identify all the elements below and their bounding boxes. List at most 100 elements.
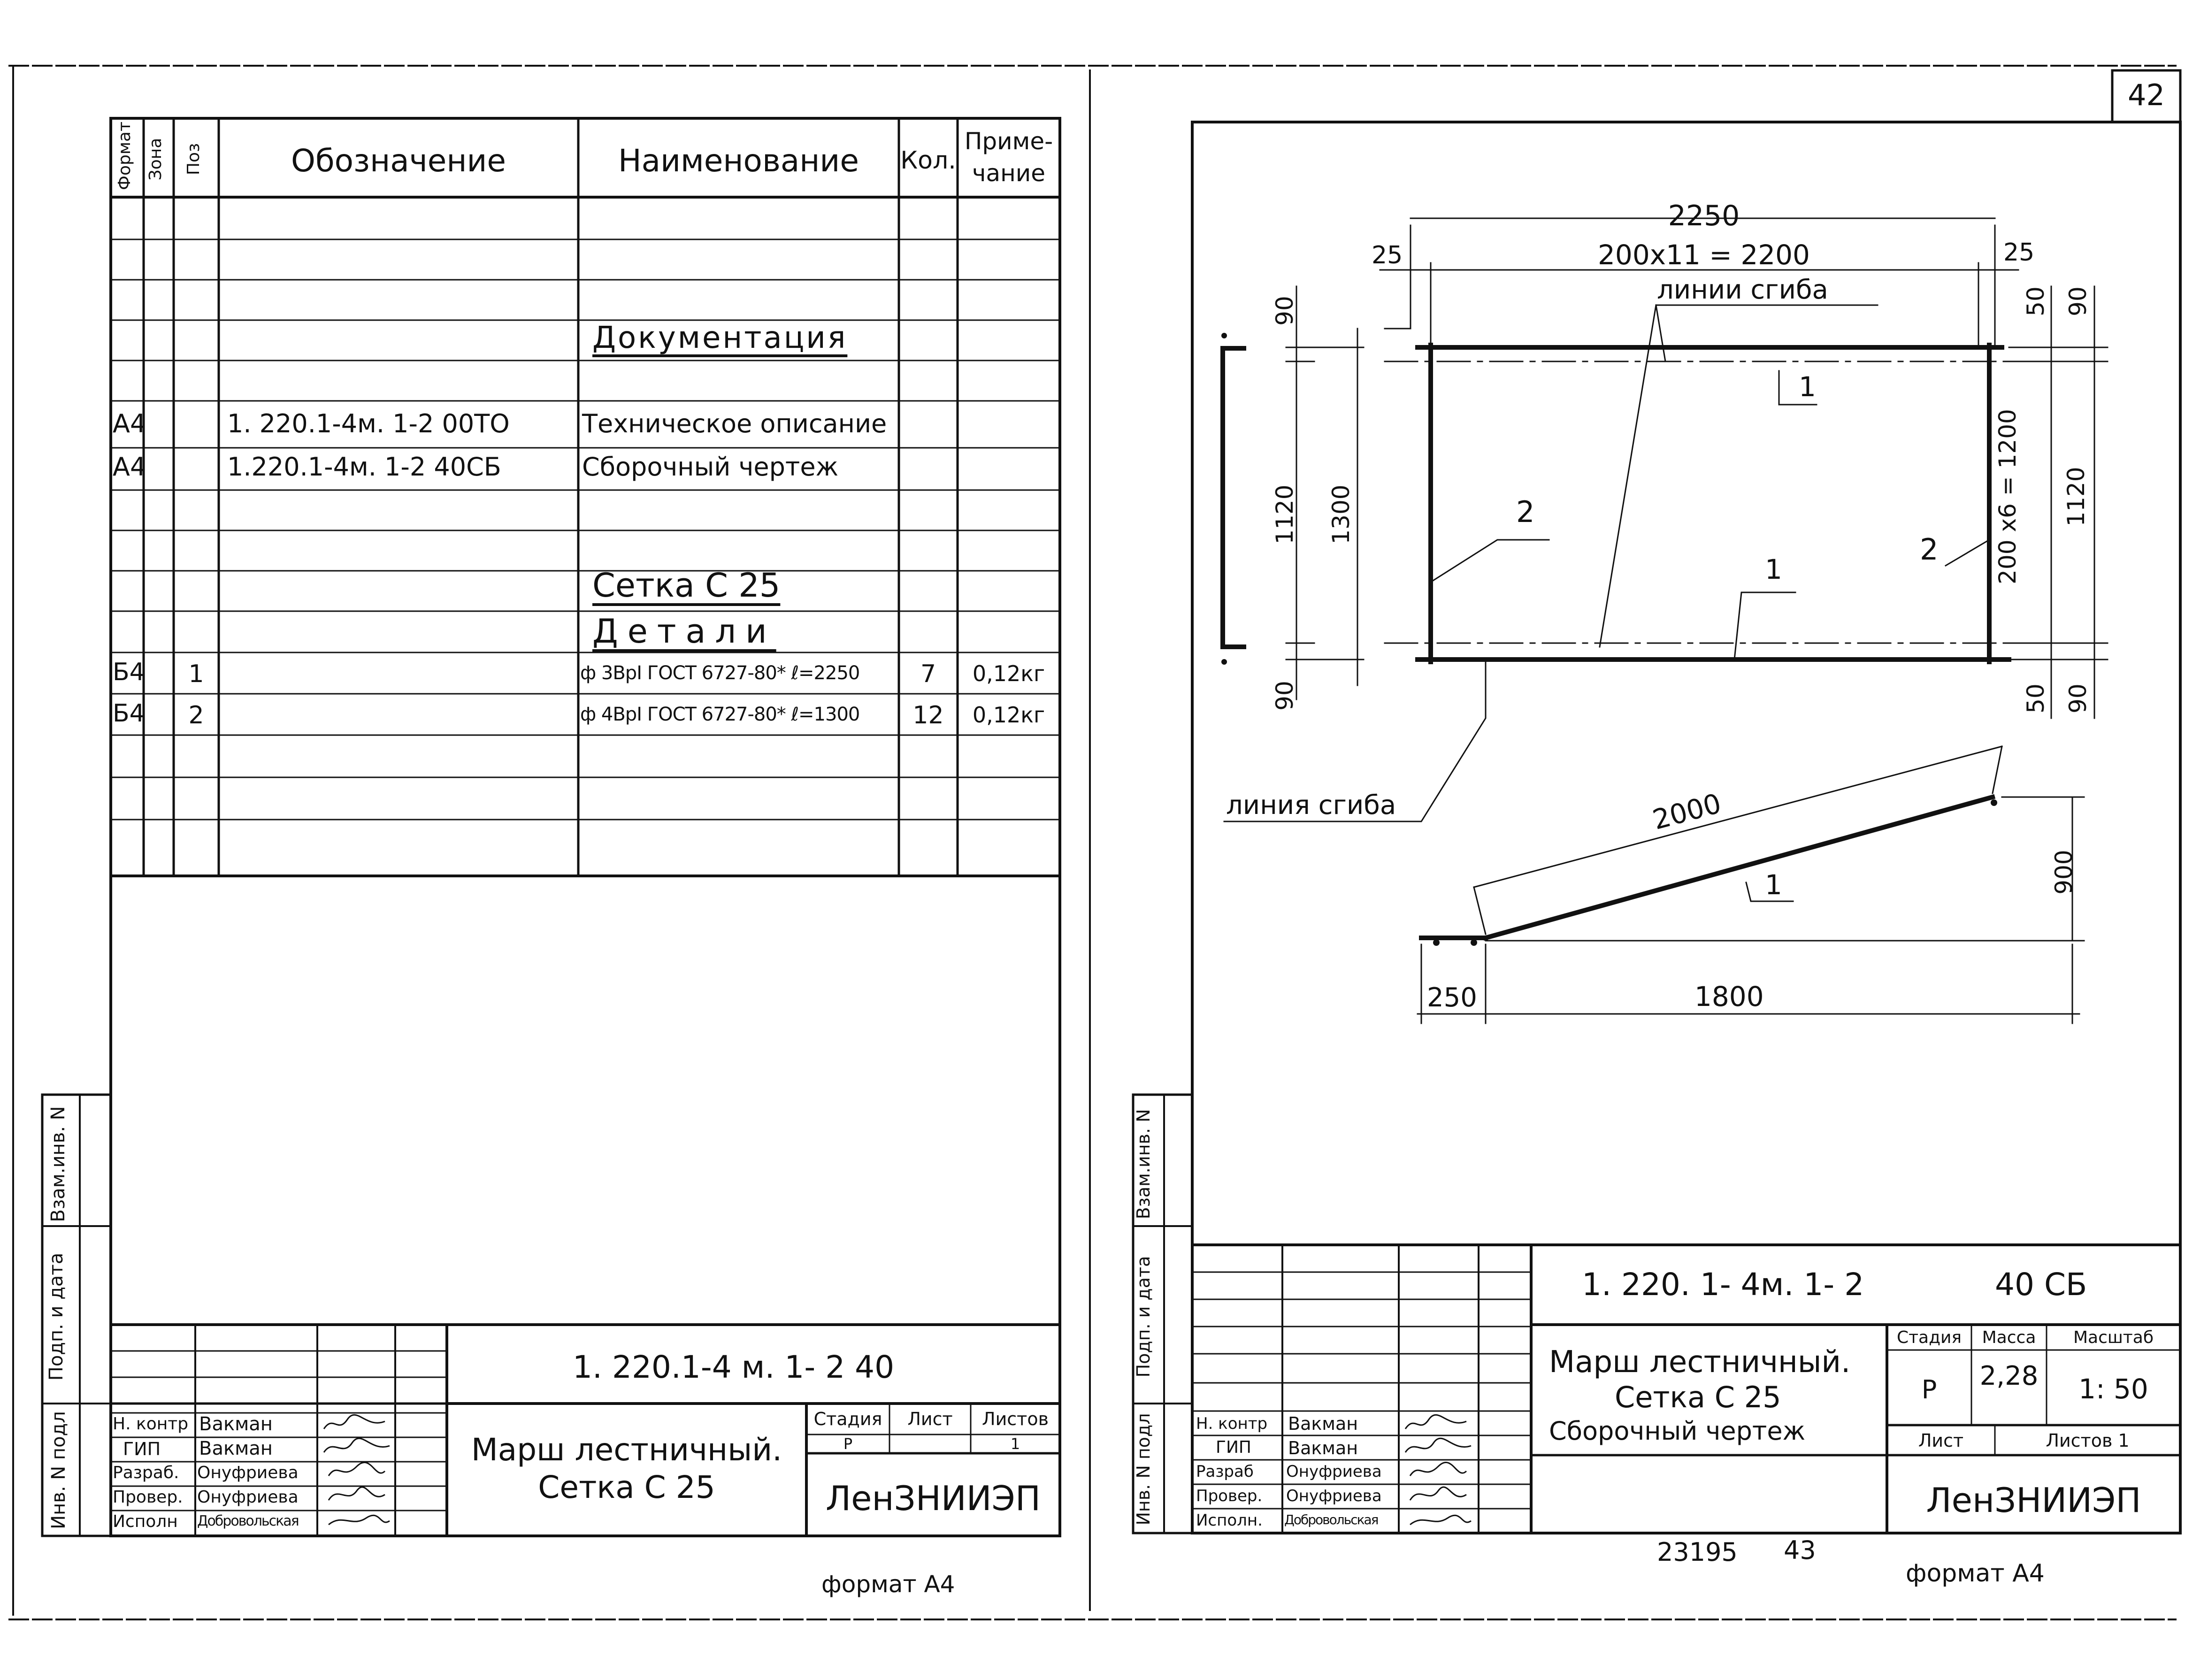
right-sheets-label: Листов 1 [2046,1430,2130,1451]
right-title-code-suffix: 40 СБ [1995,1266,2087,1303]
spec-header-zone: Зона [146,138,165,181]
dim-250: 250 [1427,982,1477,1013]
dim-90-top-left: 90 [1271,296,1298,326]
right-role-4: Провер. [1196,1487,1263,1505]
dim-200x11: 200х11 = 2200 [1598,239,1810,271]
dim-25-right: 25 [2003,238,2035,267]
left-role-2: ГИП [123,1439,161,1459]
spec-header-name: Наименование [618,143,859,179]
right-role-5: Исполн. [1196,1511,1263,1530]
dim-50-bottom-right: 50 [2022,683,2049,713]
right-name-2: Вакман [1288,1438,1358,1458]
spec-row-1-designation: 1. 220.1-4м. 1-2 00ТО [227,409,510,438]
spec-section-mesh: Сетка С 25 [592,566,781,605]
bend-lines-label: линии сгиба [1657,275,1828,305]
spec-row-1-name: Техническое описание [582,409,887,438]
bend-line-label: линия сгиба [1226,790,1396,821]
left-name-2: Вакман [199,1438,273,1459]
spec-row-3-note: 0,12кг [972,661,1045,686]
right-name-3: Онуфриева [1286,1462,1382,1481]
right-mass-label: Масса [1982,1328,2036,1347]
mark-1-side: 1 [1765,869,1782,901]
right-scale-value: 1: 50 [2078,1373,2148,1405]
left-signatures [323,1414,390,1526]
mark-2-left: 2 [1516,495,1535,529]
dim-900: 900 [2050,850,2078,895]
left-strip-sign: Подп. и дата [46,1252,67,1381]
dim-50-top-right: 50 [2022,286,2049,316]
left-role-4: Провер. [113,1488,183,1507]
left-name-5: Добровольская [197,1513,299,1529]
dim-25-left: 25 [1372,241,1403,269]
dim-1120-left: 1120 [1271,484,1298,545]
left-name-3: Онуфриева [197,1463,299,1482]
spec-row-4-qty: 12 [912,701,944,729]
right-role-2: ГИП [1216,1438,1251,1457]
right-strip-inv: Инв. N подл [1133,1413,1154,1526]
spec-row-3-name: ф 3ВрI ГОСТ 6727-80* ℓ=2250 [580,662,860,684]
right-strip-vzam: Взам.инв. N [1133,1109,1154,1220]
left-sheets-value: 1 [1010,1435,1020,1453]
right-org: ЛенЗНИИЭП [1926,1481,2141,1520]
spec-header-note-2: чание [972,160,1046,187]
left-sheets-label: Листов [982,1409,1049,1429]
spec-header-pos: Поз [184,143,203,176]
right-name-5: Добровольская [1284,1512,1379,1527]
right-title-line-2: Сетка С 25 [1615,1380,1781,1414]
right-mass-value: 2,28 [1979,1361,2039,1391]
left-sheet-label: Лист [907,1409,953,1429]
spec-header-qty: Кол. [900,146,956,175]
spec-header-format: Формат [115,121,134,190]
left-role-5: Исполн [113,1512,178,1531]
spec-row-4-pos: 2 [188,701,204,729]
spec-row-4-format: Б4 [113,699,145,728]
dim-90-bottom-left: 90 [1271,681,1298,711]
spec-row-3-format: Б4 [113,658,145,686]
right-stage-value: Р [1921,1375,1937,1404]
left-name-4: Онуфриева [197,1488,299,1507]
spec-header-note-1: Приме- [964,128,1053,155]
left-strip-vzam: Взам.инв. N [47,1106,69,1222]
right-strip-sign: Подп. и дата [1133,1256,1154,1378]
spec-row-3-pos: 1 [188,660,204,688]
spec-row-4-name: ф 4ВрI ГОСТ 6727-80* ℓ=1300 [580,704,860,725]
left-name-1: Вакман [199,1413,273,1435]
spec-header-designation: Обозначение [291,143,506,179]
spec-row-4-note: 0,12кг [972,702,1045,728]
left-strip-inv: Инв. N подл [48,1411,69,1529]
spec-section-documentation: Документация [592,321,848,355]
right-title-line-3: Сборочный чертеж [1549,1416,1806,1446]
dim-200x6: 200 х6 = 1200 [1994,409,2021,584]
page-number: 42 [2128,78,2165,112]
spec-row-2-designation: 1.220.1-4м. 1-2 40СБ [227,452,501,482]
spec-section-details: Детали [592,612,776,651]
spec-row-1-format: А4 [113,409,146,438]
footer-number-1: 23195 [1657,1537,1738,1567]
spec-row-3-qty: 7 [920,660,936,688]
right-role-3: Разраб [1196,1462,1254,1481]
right-stage-label: Стадия [1896,1328,1962,1347]
mark-1-top: 1 [1799,371,1816,403]
left-org: ЛенЗНИИЭП [826,1479,1041,1518]
left-stage-label: Стадия [813,1409,882,1429]
left-title-line-1: Марш лестничный. [471,1432,782,1468]
right-scale-label: Масштаб [2073,1328,2154,1347]
left-format-label: формат А4 [821,1571,955,1598]
mark-2-right: 2 [1920,532,1939,567]
left-role-1: Н. контр [113,1414,189,1434]
right-name-4: Онуфриева [1286,1487,1382,1505]
dim-1300: 1300 [1327,484,1355,545]
right-role-1: Н. контр [1196,1414,1268,1433]
dim-90-top-right: 90 [2064,286,2092,316]
left-stage-value: Р [843,1435,853,1453]
spec-row-2-format: А4 [113,452,146,482]
footer-number-2: 43 [1784,1535,1816,1565]
right-title-line-1: Марш лестничный. [1549,1345,1851,1380]
right-signatures [1404,1414,1472,1526]
dim-1120-right: 1120 [2062,467,2090,527]
left-title-code: 1. 220.1-4 м. 1- 2 40 [573,1349,895,1385]
right-name-1: Вакман [1288,1413,1358,1434]
right-format-label: формат А4 [1906,1559,2045,1588]
dim-2250: 2250 [1668,199,1740,232]
